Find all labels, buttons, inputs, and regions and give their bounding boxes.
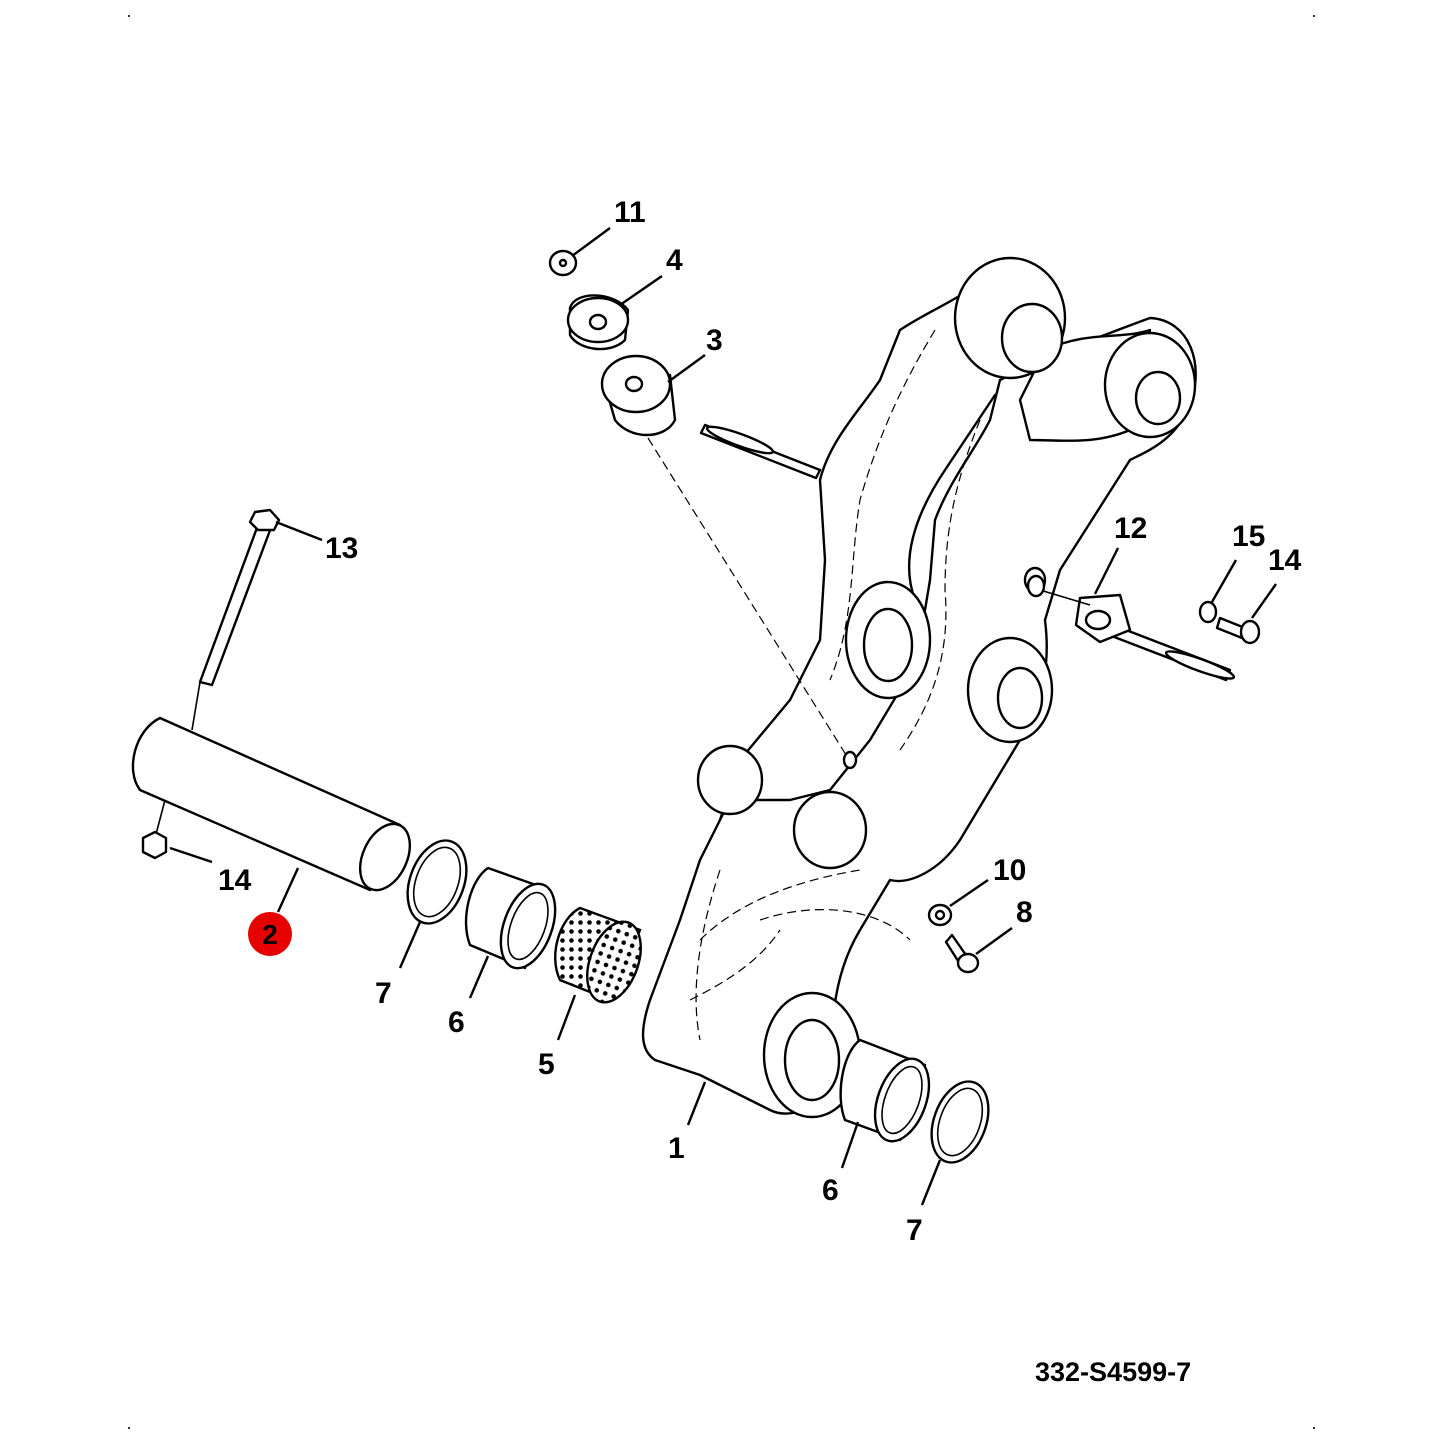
grease-line-top <box>699 423 822 480</box>
callout-2: 2 <box>262 919 278 950</box>
leader-lines <box>169 227 1277 1206</box>
callout-15: 15 <box>1232 520 1265 553</box>
washer-15 <box>1198 600 1218 624</box>
callout-4: 4 <box>666 244 683 277</box>
callout-5: 5 <box>538 1048 555 1081</box>
callout-12: 14 <box>218 864 252 897</box>
bushing-6-right <box>839 1038 931 1143</box>
callout-10: 10 <box>993 854 1026 887</box>
nut-12 <box>141 830 168 860</box>
callout-8: 8 <box>1016 896 1033 929</box>
plug-9 <box>548 249 578 277</box>
callout-11: 13 <box>325 532 358 565</box>
callout-14: 14 <box>1268 544 1302 577</box>
washer-10 <box>927 903 953 927</box>
bushing-3 <box>600 354 677 437</box>
callout-labels: 11 4 3 13 14 7 6 5 1 6 7 10 8 12 15 14 <box>218 196 1302 1247</box>
corner-marks <box>128 15 1315 1429</box>
callout-13: 12 <box>1114 512 1147 545</box>
bushing-6-left <box>464 866 557 970</box>
bolt-14 <box>1215 616 1261 645</box>
callout-6-right: 6 <box>822 1174 839 1207</box>
ring-7-right <box>930 1080 990 1164</box>
callout-7-right: 7 <box>906 1214 923 1247</box>
drawing-code: 332-S4599-7 <box>1035 1357 1191 1387</box>
callout-6-left: 6 <box>448 1006 465 1039</box>
bolt-11 <box>191 508 281 731</box>
pipe-clamp-13 <box>1026 574 1236 682</box>
callout-2-highlight[interactable]: 2 <box>248 912 292 956</box>
callout-7-left: 7 <box>375 977 392 1010</box>
washer-4 <box>566 294 630 351</box>
bushing-5 <box>554 906 642 1004</box>
bolt-8 <box>944 933 980 974</box>
callout-9: 11 <box>614 196 646 229</box>
arm-body <box>641 256 1197 1119</box>
ring-7-left <box>406 839 468 925</box>
callout-1: 1 <box>668 1132 685 1165</box>
callout-3: 3 <box>706 324 723 357</box>
pin-2 <box>131 716 412 892</box>
